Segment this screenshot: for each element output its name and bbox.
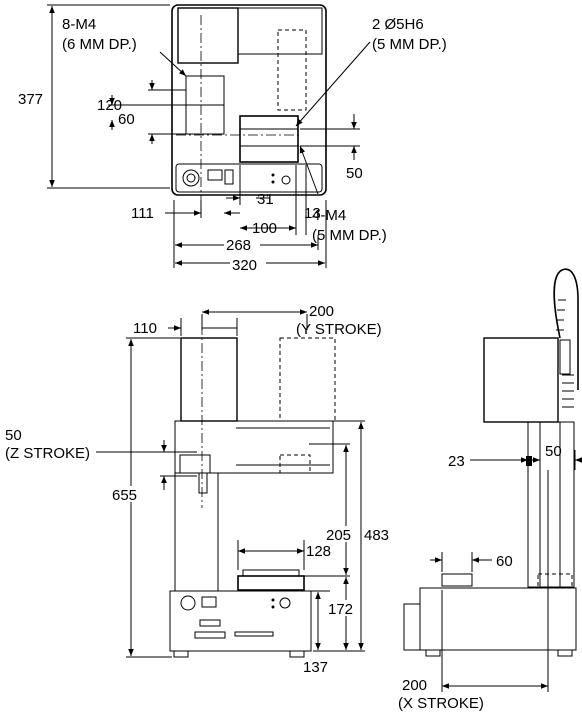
dim-60-side: 60	[496, 553, 513, 570]
front-view-dimensions: 200 (Y STROKE) 110 655 50 (Z STROKE) 483…	[5, 303, 389, 676]
dim-111: 111	[131, 205, 154, 222]
display-icon	[207, 169, 223, 181]
dim-13: 13	[304, 205, 321, 222]
dim-377: 377	[18, 91, 43, 108]
label-8-m4-depth: (6 MM DP.)	[62, 36, 137, 53]
dim-100: 100	[252, 220, 277, 237]
top-view	[171, 4, 327, 200]
front-view-column	[174, 472, 219, 592]
dim-60: 60	[118, 111, 135, 128]
dim-31: 31	[257, 191, 274, 208]
top-view-table	[239, 115, 299, 163]
front-emergency-stop-icon	[180, 595, 196, 611]
top-view-arm	[177, 7, 239, 64]
label-2-dia-depth: (5 MM DP.)	[372, 36, 447, 53]
label-2-dia: 2 Ø5H6	[372, 16, 424, 33]
label-z-stroke: (Z STROKE)	[5, 445, 90, 462]
side-view-connector	[403, 603, 421, 651]
dim-128: 128	[306, 543, 331, 560]
side-view-cable	[553, 268, 579, 390]
dim-200-x: 200	[402, 677, 427, 694]
side-view-table	[441, 573, 473, 587]
dim-205: 205	[326, 527, 351, 544]
front-view-base	[169, 590, 312, 652]
top-view-control-panel	[175, 163, 323, 193]
top-view-stroke-ghost	[277, 29, 307, 111]
front-view-y-stroke-ghost	[279, 337, 336, 422]
front-view-y-beam	[174, 420, 334, 474]
dim-50-z: 50	[5, 427, 22, 444]
dim-110: 110	[133, 320, 157, 337]
front-view	[169, 325, 336, 658]
dim-320: 320	[232, 257, 257, 274]
dim-50-top: 50	[346, 165, 363, 182]
label-x-stroke: (X STROKE)	[398, 695, 484, 712]
front-connector-icon	[199, 619, 221, 627]
label-4-m4-depth: (5 MM DP.)	[312, 227, 387, 244]
side-view-base	[419, 587, 577, 651]
dim-483: 483	[364, 527, 389, 544]
label-4-m4: 4-M4	[312, 207, 346, 224]
top-view-body	[171, 4, 327, 196]
dim-137: 137	[303, 659, 328, 676]
side-view-z-head	[483, 337, 559, 423]
dim-172: 172	[328, 601, 353, 618]
switch-icon	[281, 175, 291, 185]
top-view-dimensions: 377 120 60 8-M4 (6 MM DP.) 2 Ø5H6 (5 MM …	[18, 4, 447, 274]
label-8-m4: 8-M4	[62, 16, 96, 33]
side-view-dimensions: 23 50 60 200 (X STROKE)	[398, 443, 582, 712]
dim-50-side: 50	[545, 443, 562, 460]
side-view	[403, 268, 579, 657]
dim-655: 655	[112, 487, 137, 504]
label-y-stroke: (Y STROKE)	[296, 321, 382, 338]
top-view-beam	[237, 7, 323, 55]
side-view-column	[527, 421, 575, 588]
dim-23: 23	[448, 453, 465, 470]
dim-268: 268	[226, 237, 251, 254]
dim-200-y: 200	[309, 303, 334, 320]
front-view-z-head	[180, 337, 238, 422]
emergency-stop-icon	[182, 169, 200, 187]
front-view-table	[237, 575, 305, 591]
